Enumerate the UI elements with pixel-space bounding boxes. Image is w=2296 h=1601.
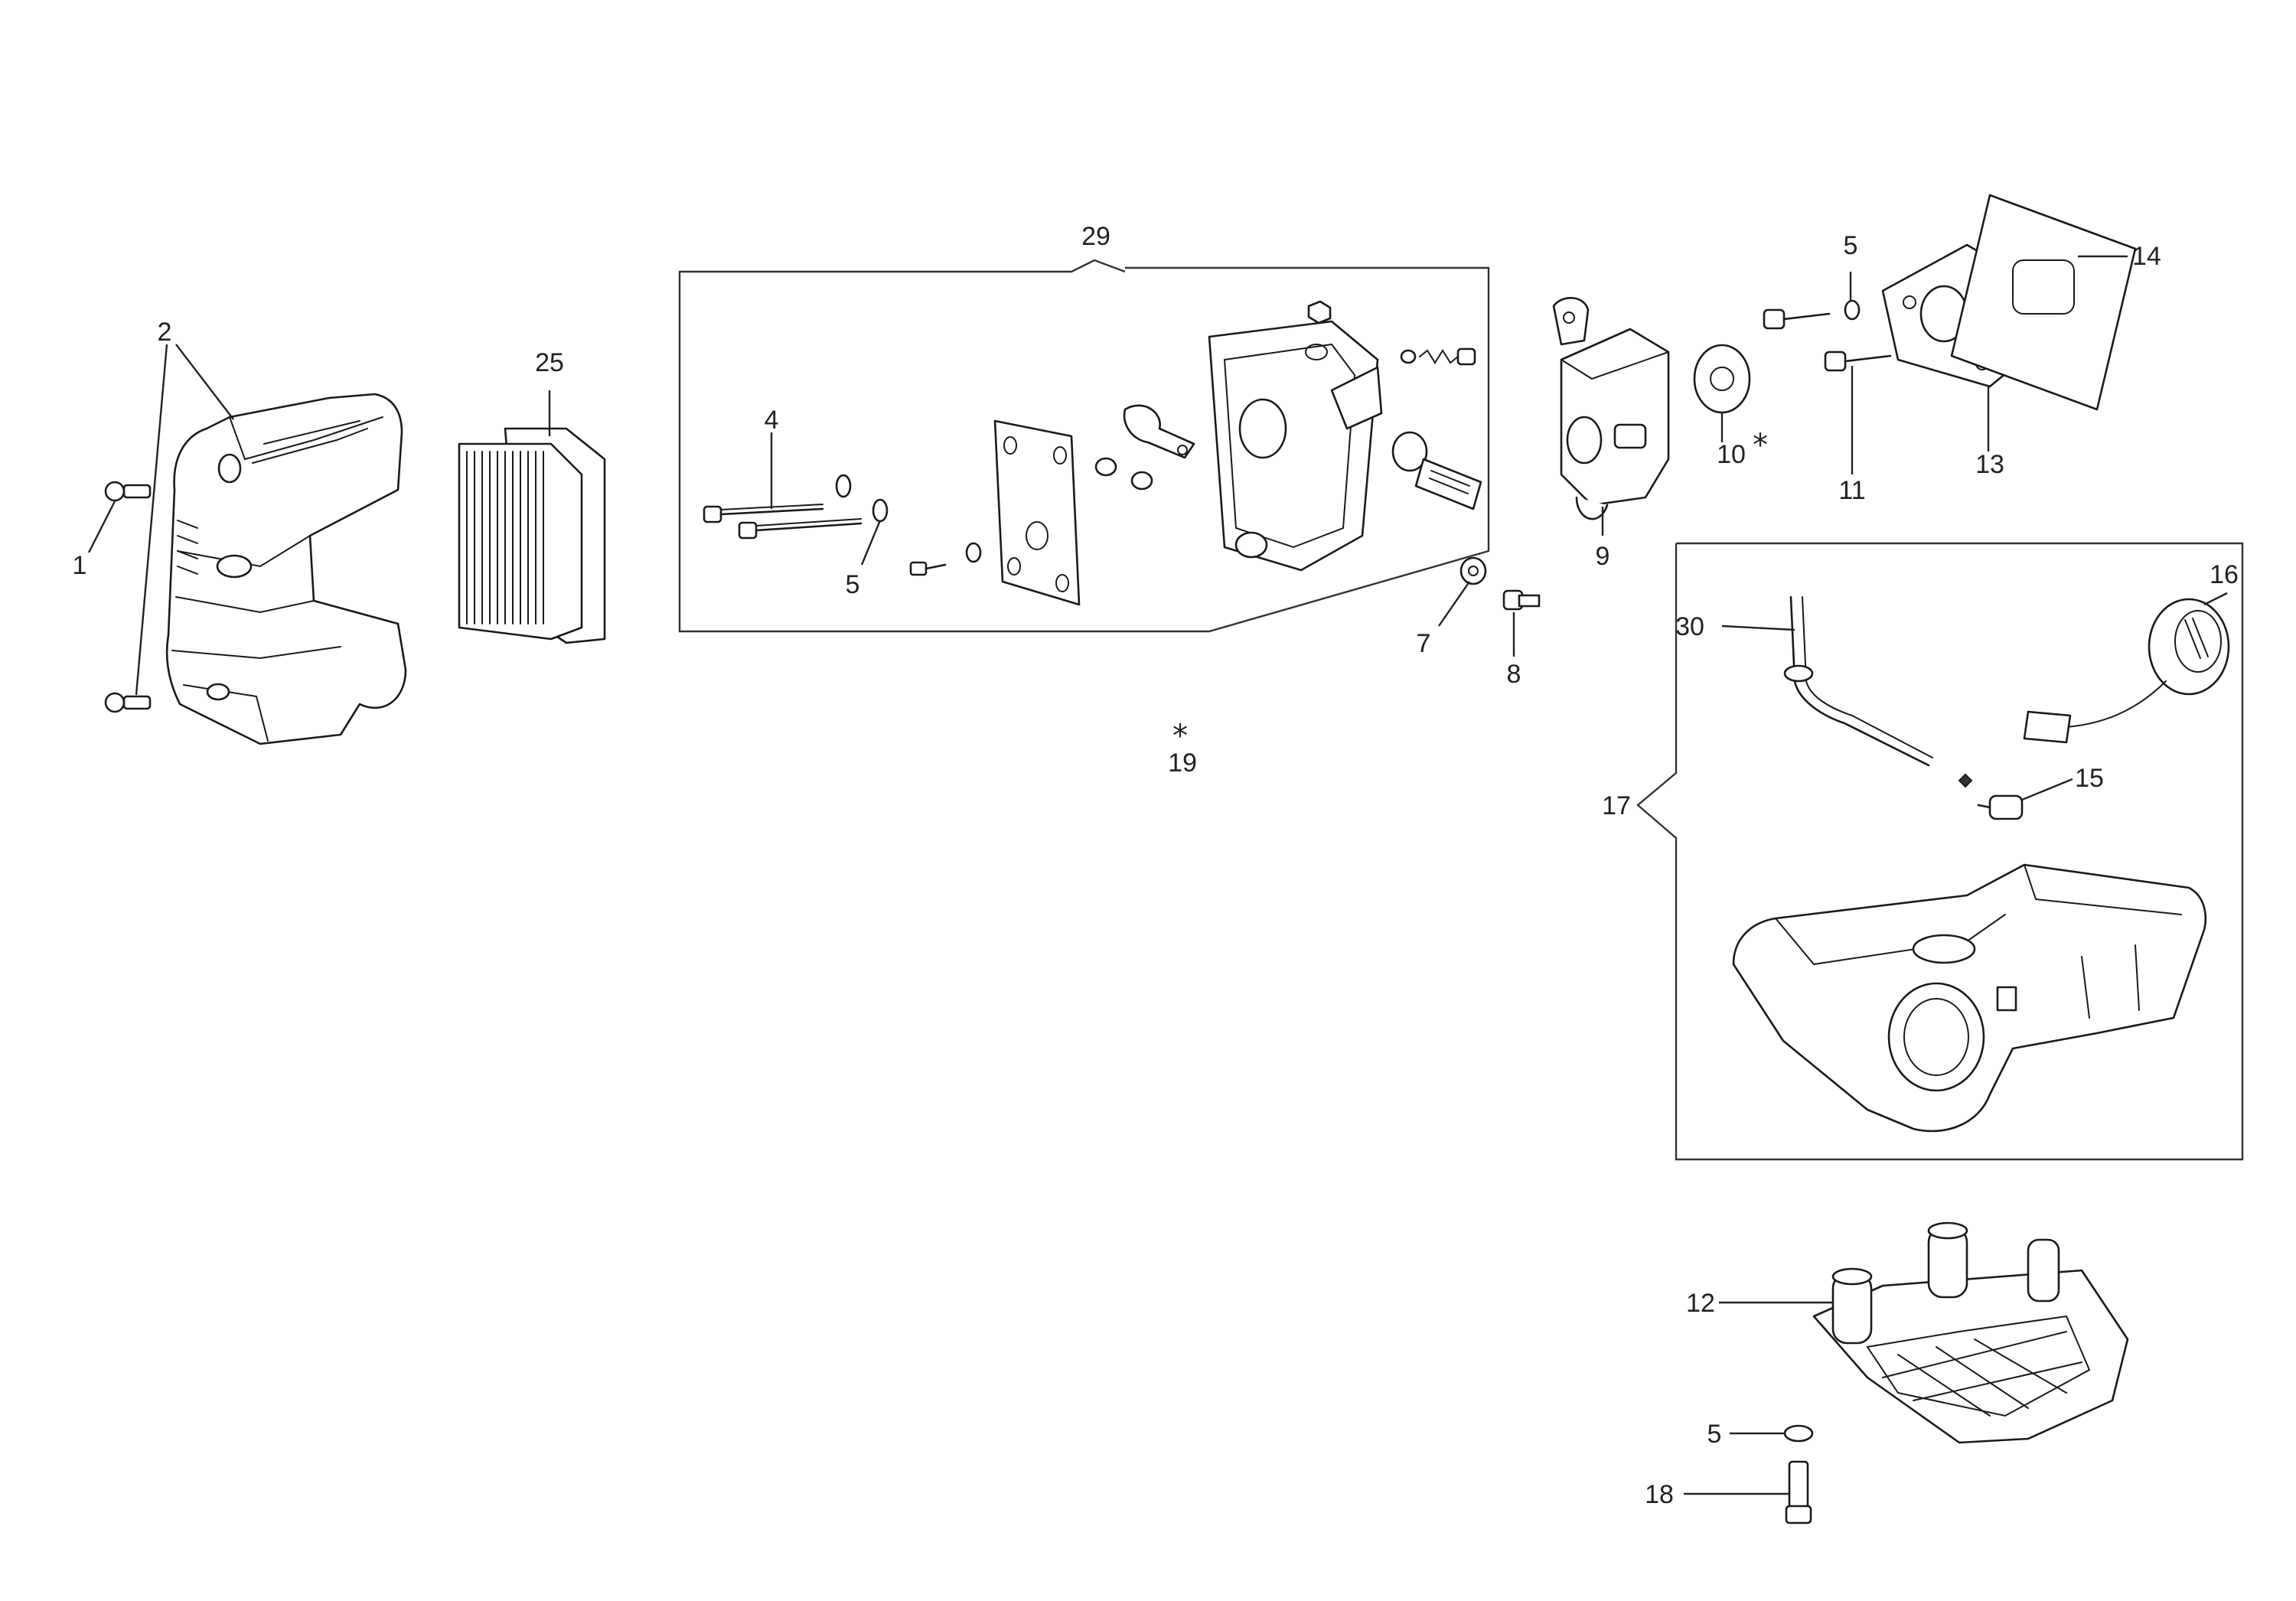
asterisk-19: * [1172, 719, 1188, 754]
callout-30: 30 [1675, 612, 1704, 641]
screw-spring-29 [1400, 347, 1476, 366]
asterisk-10: * [1753, 428, 1768, 463]
long-bolt-upper [703, 504, 824, 523]
callout-8: 8 [1507, 660, 1521, 689]
callout-15: 15 [2075, 764, 2104, 793]
carburetor-washer [1459, 556, 1487, 585]
base-bolt [1785, 1460, 1812, 1524]
plastic-plugs [1094, 457, 1153, 491]
group-29-frame [678, 259, 1490, 633]
callout-11: 11 [1838, 476, 1865, 505]
air-filter-cover [165, 393, 407, 745]
callout-4: 4 [765, 406, 779, 435]
callout-12: 12 [1686, 1289, 1715, 1318]
cover-screw-top [104, 481, 152, 502]
carburetor-gasket [1693, 344, 1751, 414]
filter-base-nut [1307, 300, 1332, 324]
callout-17: 17 [1602, 791, 1631, 820]
callout-5-base: 5 [1707, 1420, 1722, 1449]
callout-7: 7 [1417, 629, 1431, 658]
callout-19: 19 [1168, 748, 1197, 778]
callout-13: 13 [1975, 450, 2004, 479]
small-washer-29 [965, 542, 982, 563]
leader-lines [87, 255, 2228, 1495]
choke-knob [1391, 431, 1482, 510]
carburetor [1552, 297, 1670, 520]
fuel-line [1783, 595, 1973, 788]
base-washer [1783, 1424, 1814, 1443]
intake-bolts [1763, 308, 1892, 372]
small-screw-29 [909, 561, 947, 576]
callout-14: 14 [2132, 242, 2161, 271]
callout-1: 1 [73, 551, 87, 580]
callout-10: 10 [1717, 440, 1746, 469]
filter-pleats [466, 451, 544, 624]
callout-5-intake: 5 [1844, 231, 1858, 260]
filter-base-housing [1208, 320, 1383, 572]
carburetor-screw [1502, 589, 1541, 611]
callout-16: 16 [2210, 560, 2239, 589]
base-grid [1882, 1331, 2082, 1417]
fuel-filter [1977, 794, 2024, 820]
fuel-cap [2023, 598, 2230, 744]
fuel-tank [1732, 863, 2207, 1133]
cover-screw-bottom [104, 692, 152, 713]
air-filter-element [458, 427, 606, 644]
washers-group-29 [835, 474, 889, 523]
callout-numbers: 2 1 25 29 4 5 7 8 9 10 * 11 5 13 14 * 19… [73, 222, 2239, 1509]
group-17-frame [1636, 542, 2244, 1161]
choke-lever [1123, 404, 1195, 459]
callout-18: 18 [1645, 1480, 1674, 1509]
long-bolt-lower [738, 518, 863, 540]
callout-9: 9 [1596, 542, 1610, 571]
callout-2: 2 [158, 318, 172, 347]
intake-gasket [1950, 194, 2137, 411]
callout-29: 29 [1081, 222, 1110, 251]
callout-5-group29: 5 [846, 570, 860, 599]
air-box-base [1812, 1221, 2129, 1444]
callout-25: 25 [535, 348, 564, 377]
cover-vent-slots [177, 520, 198, 575]
filter-base-plate [993, 419, 1081, 606]
